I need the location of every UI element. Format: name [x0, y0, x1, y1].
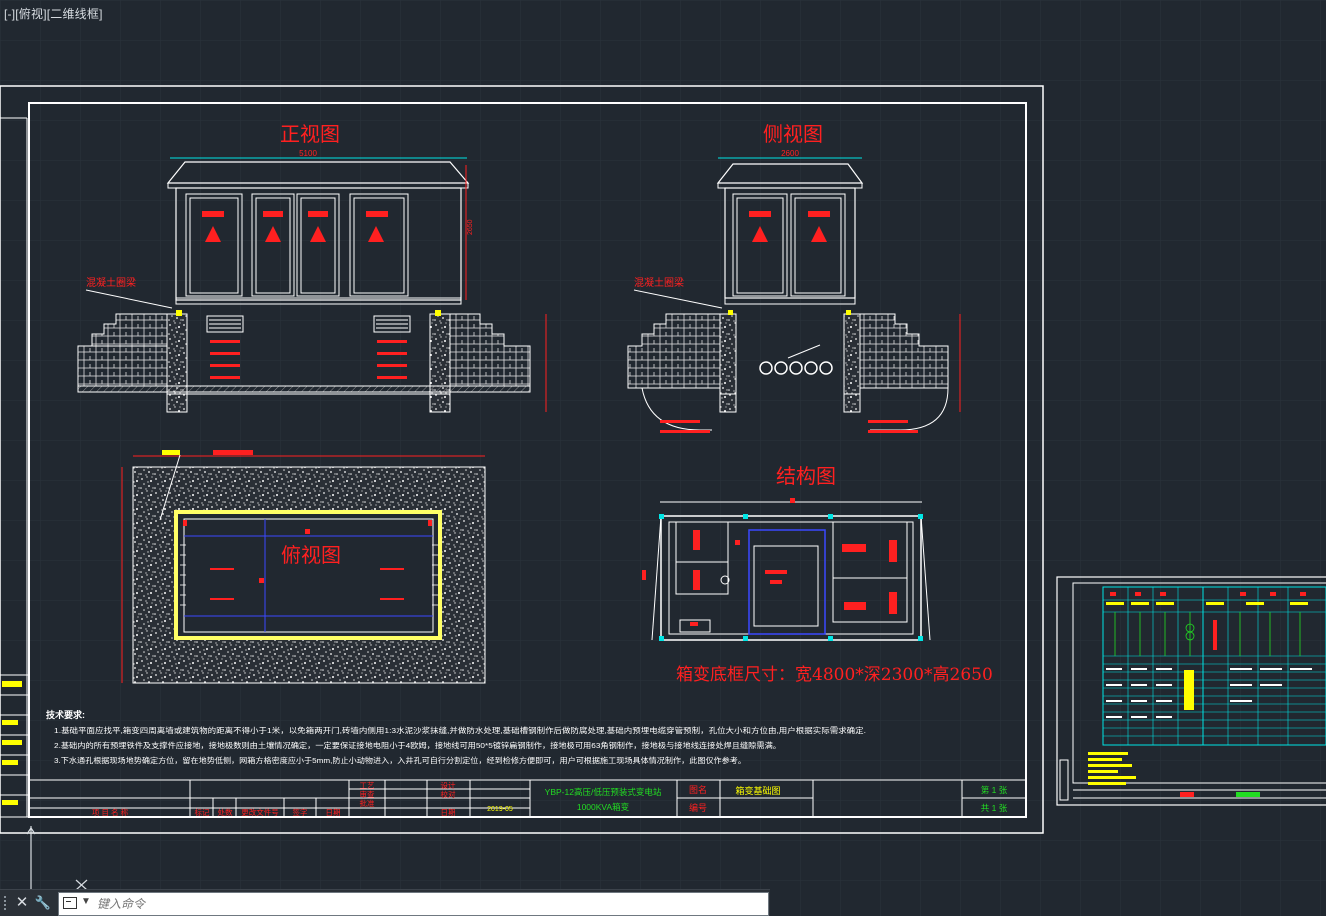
tech-item-1: 1.基础平面应找平,箱变四周离墙或建筑物的距离不得小于1米，以免箱两开门,砖墙内… — [54, 725, 866, 735]
tech-requirements: 技术要求: 1.基础平面应找平,箱变四周离墙或建筑物的距离不得小于1米，以免箱两… — [46, 709, 866, 765]
chevron-down-icon[interactable]: ▼ — [81, 896, 91, 907]
concrete-ring-label-right: 混凝土圈梁 — [634, 276, 684, 289]
tech-heading: 技术要求: — [46, 709, 85, 720]
role-approve: 批准 — [360, 798, 375, 808]
wrench-icon[interactable]: 🔧 — [34, 895, 52, 910]
col-label-date: 日期 — [326, 808, 341, 817]
drawing-name: 箱变基础图 — [735, 785, 780, 796]
front-view[interactable]: 正视图 5100 2650 — [77, 122, 547, 413]
viewport-controls-label[interactable]: [-][俯视][二维线框] — [4, 5, 103, 22]
tech-item-3: 3.下水通孔根据现场地势确定方位，留在地势低侧，网箱方格密度应小于5mm,防止小… — [54, 755, 746, 765]
role-process: 工艺 — [360, 781, 375, 790]
role-design: 设计 — [441, 780, 456, 790]
date-value: 2019-05 — [487, 806, 513, 813]
col-label-sign: 签字 — [293, 807, 308, 817]
close-icon[interactable]: ✕ — [15, 894, 29, 911]
side-view[interactable]: 侧视图 2600 混凝土圈梁 — [627, 122, 961, 433]
command-prompt-icon[interactable] — [63, 897, 77, 909]
col-label-count: 处数 — [218, 807, 233, 817]
base-frame-size: 箱变底框尺寸：宽4800*深2300*高2650 — [676, 665, 993, 685]
front-view-title: 正视图 — [280, 122, 340, 146]
sheet-number: 第 1 张 — [981, 785, 1008, 795]
title-block-text: 项 目 名 称 标记 处数 更改文件号 签字 日期 工艺 审查 批准 设计 校对… — [92, 780, 1008, 817]
drawing-name-label: 图名 — [689, 784, 707, 795]
col-label-mark: 标记 — [195, 807, 210, 817]
sheet-frame — [0, 85, 1044, 834]
item-name-label: 项 目 名 称 — [92, 807, 129, 817]
viewport-label-text[interactable]: [-][俯视][二维线框] — [4, 7, 103, 21]
tech-item-2: 2.基础内的所有预埋铁件及支撑件应接地，接地极数则由土壤情况确定，一定要保证接地… — [54, 740, 781, 750]
role-check: 校对 — [441, 789, 456, 799]
top-view-title: 俯视图 — [281, 544, 341, 567]
ucs-icon — [26, 826, 88, 891]
role-date: 日期 — [441, 808, 456, 817]
title-block — [28, 779, 1027, 818]
command-input-wrapper: ▼ — [58, 892, 769, 916]
command-line-grip[interactable] — [4, 896, 10, 910]
col-label-change-doc: 更改文件号 — [241, 807, 279, 817]
side-width-dim: 2600 — [781, 149, 799, 158]
concrete-ring-label-left: 混凝土圈梁 — [86, 276, 136, 289]
side-view-title: 侧视图 — [763, 122, 823, 146]
sheet-total: 共 1 张 — [981, 803, 1008, 813]
project-spec: 1000KVA箱变 — [577, 802, 630, 812]
top-view[interactable]: 俯视图 — [121, 450, 486, 684]
role-review: 审查 — [360, 789, 375, 799]
adjacent-sheet-preview[interactable] — [1056, 576, 1326, 806]
front-width-dim: 5100 — [299, 149, 317, 158]
structure-title: 结构图 — [776, 465, 836, 488]
number-label: 编号 — [689, 802, 707, 813]
command-input[interactable] — [95, 894, 759, 914]
structure-view[interactable]: 结构图 箱变底框尺寸：宽4800*深2300*高2650 — [642, 465, 993, 685]
command-line-bar: ✕ 🔧 ▼ — [0, 889, 770, 916]
project-title: YBP-12高压/低压预装式变电站 — [545, 787, 662, 797]
svg-text:2650: 2650 — [467, 219, 474, 235]
